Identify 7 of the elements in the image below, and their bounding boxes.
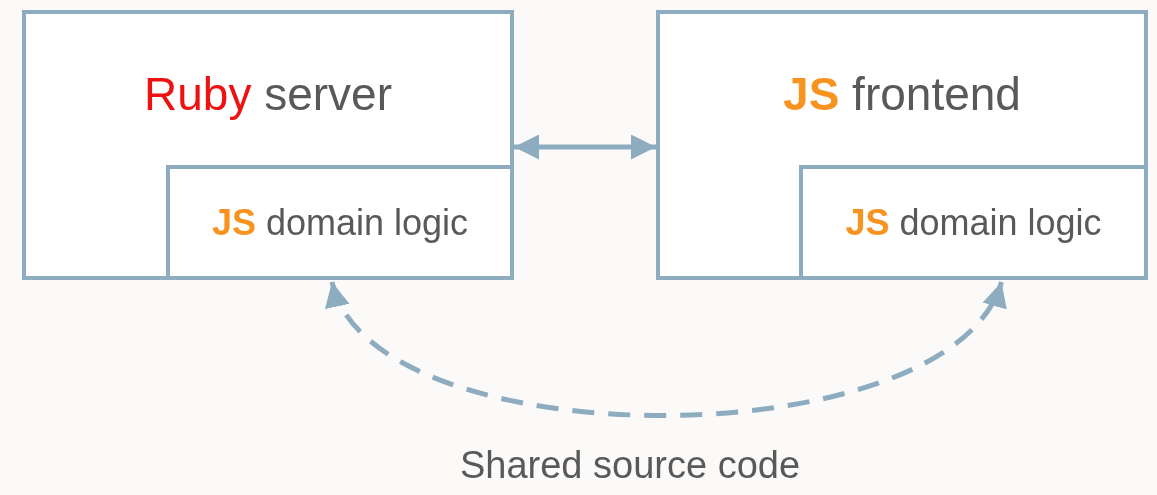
process-box <box>656 10 1148 280</box>
caption: Shared source code <box>458 446 802 484</box>
node-label: JS frontend <box>783 71 1021 117</box>
node-label: JS domain logic <box>211 204 469 241</box>
arrow <box>514 134 656 160</box>
process-box <box>22 10 514 280</box>
node-label: JS domain logic <box>845 204 1102 241</box>
